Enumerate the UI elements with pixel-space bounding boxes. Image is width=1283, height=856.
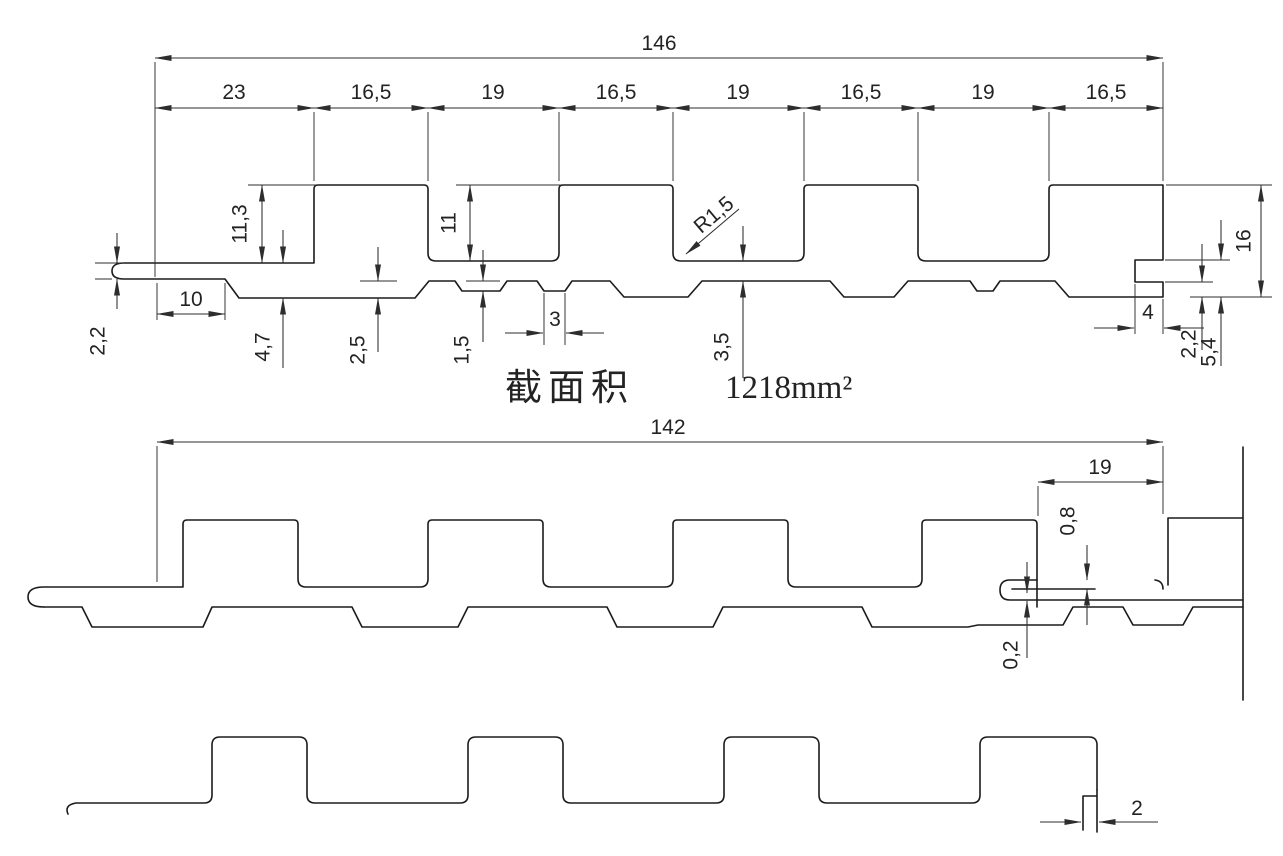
dim-slot-bottom-label: 2,2 [1178,329,1201,358]
dim-edge-height: 16 [1166,184,1272,298]
dim-edge-segment-label: 19 [1088,456,1111,479]
dim-slot-total: 5,4 [1165,220,1230,367]
dim-clip-gap-label: 0,8 [1057,506,1080,535]
dim-slot-bottom: 2,2 [1165,244,1213,359]
area-label: 截面积 [505,368,634,409]
dim-segment-2: 16,5 [351,81,392,104]
area-value: 1218mm² [725,370,852,406]
dim-segment-8: 16,5 [1086,81,1127,104]
middle-profile-underside [43,606,1244,628]
dim-rib-height-first: 11,3 [229,184,316,264]
dim-notch-depth: 1,5 [451,250,500,365]
dim-corner-radius-label: R1,5 [690,192,739,238]
dim-clip-clearance: 0,2 [1000,562,1030,670]
dim-segment-chain: 23 16,5 19 16,5 19 16,5 19 16,5 [154,81,1164,181]
dim-lip-thickness: 2,2 [87,233,124,356]
middle-profile-clip-blade [999,579,1244,601]
dim-middle-total-width: 142 [156,416,1164,582]
dim-segment-5: 19 [726,81,749,104]
dim-lip-flat: 10 [156,283,226,320]
dim-edge-segment: 19 [1037,456,1164,516]
dim-lip-thickness-label: 2,2 [87,326,110,355]
dim-channel-depth-label: 2,5 [347,335,370,364]
dim-groove-depth: 4,7 [252,230,286,368]
dim-notch-width-label: 3 [549,308,561,331]
dim-notch-width: 3 [505,293,604,345]
dim-wall-thickness: 2 [1040,797,1158,825]
dim-web-thickness-label: 3,5 [711,332,734,361]
middle-profile-clip-slot [1011,579,1164,590]
bottom-profile-end-wall [1082,789,1098,833]
dim-clip-gap: 0,8 [1057,506,1090,625]
dim-segment-1: 23 [222,81,245,104]
dim-lip-flat-label: 10 [179,288,202,311]
top-section-profile [111,184,1164,299]
dim-segment-4: 16,5 [596,81,637,104]
bottom-section-profile [66,736,1098,833]
dim-edge-height-label: 16 [1233,229,1256,252]
middle-profile-outline [27,519,1038,608]
dim-rib-height-first-label: 11,3 [229,204,252,243]
bottom-dimensions: 2 [1040,797,1158,825]
middle-dimensions: 142 19 0,8 0,2 [156,416,1164,670]
top-dimensions: 146 23 16,5 19 16,5 19 16,5 19 1 [87,32,1272,409]
dim-total-width-label: 146 [641,32,676,55]
dim-clip-clearance-label: 0,2 [1000,640,1023,669]
dim-total-width: 146 [154,32,1164,277]
bottom-profile-outline [66,736,1098,815]
dim-wall-thickness-label: 2 [1131,797,1143,820]
dim-web-thickness: 3,5 [711,226,746,378]
dim-rib-height: 11 [438,184,561,262]
dim-slot-total-label: 5,4 [1198,337,1221,367]
adjacent-batten-outline [1167,446,1244,701]
middle-section-profile [27,446,1244,701]
dim-segment-3: 19 [481,81,504,104]
dim-segment-6: 16,5 [841,81,882,104]
dim-segment-7: 19 [971,81,994,104]
dim-slot-depth-label: 4 [1142,301,1154,324]
dim-rib-height-label: 11 [438,212,461,234]
dim-middle-total-width-label: 142 [650,416,685,439]
top-profile-outline [111,184,1164,299]
dim-channel-depth: 2,5 [347,247,397,365]
dim-groove-depth-label: 4,7 [252,332,275,361]
dim-notch-depth-label: 1,5 [451,335,474,364]
dim-slot-depth: 4 [1094,284,1204,334]
dim-corner-radius: R1,5 [685,192,740,255]
